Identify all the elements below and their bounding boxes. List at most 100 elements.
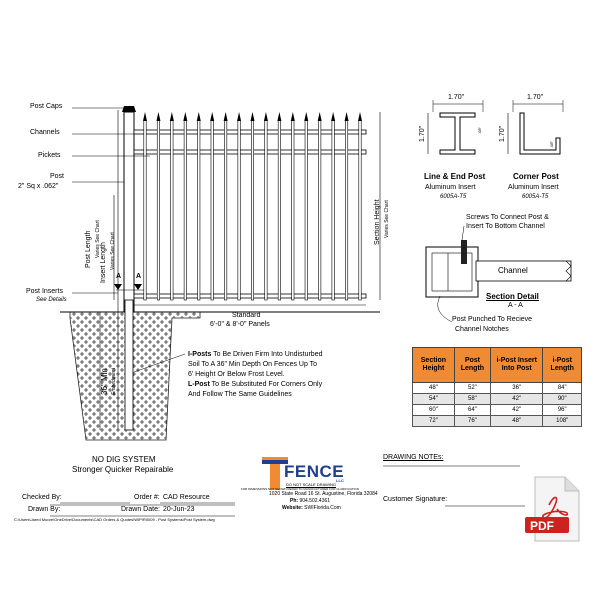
picket-spear-tip [277, 112, 282, 121]
picket [318, 119, 322, 301]
order-value: CAD Resource [163, 494, 210, 501]
picket-spear-tip [250, 112, 255, 121]
corner-title: Corner Post [513, 172, 559, 181]
spec-table-cell: 58" [453, 393, 491, 405]
screws-label-1: Screws To Connect Post & [466, 214, 549, 221]
picket [143, 119, 147, 301]
picket [331, 119, 335, 301]
post-caps-label: Post Caps [30, 103, 63, 110]
no-dig-label: NO DIG SYSTEM [92, 455, 156, 464]
spec-table-row: 72"76"48"108" [412, 415, 582, 427]
picket-spear-tip [290, 112, 295, 121]
picket-spear-tip [344, 112, 349, 121]
picket-spear-tip [331, 112, 336, 121]
order-label: Order #: [134, 494, 160, 501]
corner-small-dim: .08" [549, 141, 554, 148]
spec-table-cell: 60" [412, 404, 455, 416]
post [123, 111, 135, 313]
drawn-by-label: Drawn By: [28, 506, 61, 513]
pdf-icon[interactable]: PDF [525, 475, 583, 543]
screws-label-2: Insert To Bottom Channel [466, 223, 545, 230]
min-depth-label: 36" Min [100, 368, 109, 395]
bottom-channel [133, 293, 367, 299]
see-details-label: See Details [36, 297, 67, 303]
section-detail-graphic [425, 225, 572, 323]
picket-spear-tip [156, 112, 161, 121]
section-detail-title: Section Detail [486, 292, 539, 301]
standard-label: Standard [232, 312, 261, 319]
picket [264, 119, 268, 301]
picket-spear-tip [317, 112, 322, 121]
picket-spear-tip [183, 112, 188, 121]
post-cap [122, 106, 136, 112]
line-end-sub: Aluminum Insert [425, 184, 476, 191]
drawn-date-value: 20-Jun-23 [163, 506, 195, 513]
panels-label: 6'-0" & 8'-0" Panels [210, 321, 270, 328]
line-end-small-dim: .08" [477, 127, 482, 134]
ipost-note-l4: To Be Substituted For Corners Only [209, 381, 323, 388]
ipost-note-l5: And Follow The Same Guidelines [188, 391, 292, 398]
soil-footing [69, 311, 201, 441]
spec-table-cell: 52" [453, 382, 491, 394]
spec-table-cell: 42" [489, 393, 544, 405]
section-marker-a-right: A [136, 273, 142, 280]
logo-address: 1020 State Road 16 St. Augustine, Florid… [269, 491, 378, 497]
logo-phone: Ph: 904.502.4361 [290, 498, 330, 504]
picket [251, 119, 255, 301]
customer-signature-label: Customer Signature: [383, 496, 448, 503]
drawn-date-label: Drawn Date: [121, 506, 160, 513]
picket [156, 119, 160, 301]
spec-table-cell: 48" [489, 415, 544, 427]
picket [197, 119, 201, 301]
lpost-note-bold: L-Post [188, 381, 210, 388]
ipost-note-bold: I-Posts [188, 351, 212, 358]
post-size-label: 2" Sq x .062" [18, 183, 59, 190]
picket [345, 119, 349, 301]
company-logo-mark [262, 457, 288, 490]
picket [170, 119, 174, 301]
post-inserts-label: Post Inserts [26, 288, 63, 295]
spec-table-header-cell: i-Post Length [542, 347, 582, 383]
spec-table-cell: 108" [542, 415, 582, 427]
section-marker-a-left: A [116, 273, 122, 280]
i-post-embedded [124, 299, 134, 431]
insert-length-note: Varies See Chart [110, 232, 116, 270]
pdf-label: PDF [530, 519, 554, 533]
picket-spear-tip [304, 112, 309, 121]
logo-fine: FOR DIMENSIONS NOT SHOWN REFER TO MANUFA… [241, 487, 359, 491]
picket-spear-tip [169, 112, 174, 121]
spec-table-cell: 48" [412, 382, 455, 394]
checked-by-label: Checked By: [22, 494, 62, 501]
picket [304, 119, 308, 301]
drawing-notes-label: DRAWING NOTEs: [383, 454, 444, 461]
stronger-label: Stronger Quicker Repairable [72, 465, 174, 474]
spec-table-body: 48"52"36"84"54"58"42"90"60"64"42"96"72"7… [412, 382, 582, 427]
top-channel-1 [133, 129, 367, 135]
file-path: C:\Users\Jared Moore\OneDrive\Documents\… [14, 517, 215, 522]
section-detail-sub: A - A [508, 302, 523, 309]
picket-spear-tip [223, 112, 228, 121]
spec-table-cell: 54" [412, 393, 455, 405]
picket [358, 119, 362, 301]
spec-table-cell: 64" [453, 404, 491, 416]
picket [183, 119, 187, 301]
picket-spear-tip [143, 112, 147, 121]
post-label: Post [50, 173, 65, 180]
section-height-note: Varies See Chart [384, 200, 390, 238]
picket [277, 119, 281, 301]
picket-spear-tip [237, 112, 242, 121]
corner-dim-w: 1.70" [527, 94, 544, 101]
spec-table-header-cell: Post Length [453, 347, 491, 383]
insert-length-label: Insert Length [100, 242, 107, 283]
ipost-note-l1: To Be Driven Firm Into Undisturbed [211, 351, 323, 358]
picket-spear-tip [263, 112, 268, 121]
spec-table-cell: 96" [542, 404, 582, 416]
ipost-note: I-Posts To Be Driven Firm Into Undisturb… [188, 350, 322, 400]
line-end-spec: 6005A-T5 [440, 194, 467, 200]
corner-dim-h: 1.70" [499, 125, 506, 142]
line-end-post-profile [427, 100, 484, 155]
